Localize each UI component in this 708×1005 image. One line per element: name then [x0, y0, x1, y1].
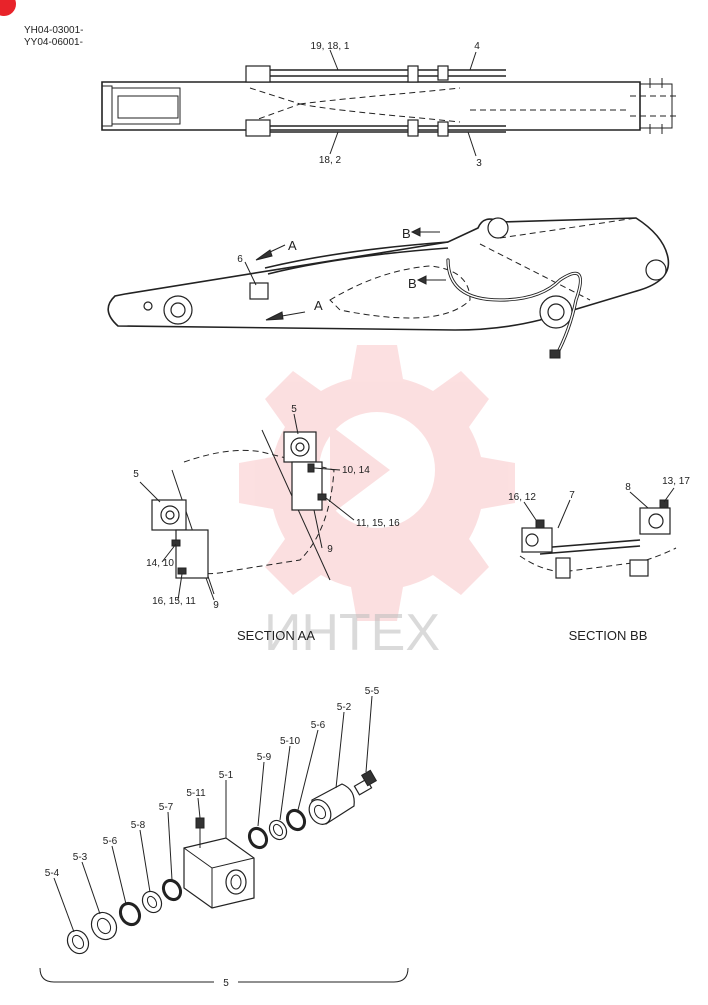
callout-16-12: 16, 12 [508, 492, 536, 503]
callout-7: 7 [569, 490, 575, 501]
section-aa-drawing [139, 413, 355, 601]
callout-6: 6 [237, 254, 243, 265]
part-label-5-6a: 5-6 [103, 836, 118, 847]
callout-8: 8 [625, 482, 631, 493]
callout-16-15-11: 16, 15, 11 [152, 596, 196, 607]
watermark-text: ИНТЕХ [264, 604, 440, 662]
callout-5-upper: 5 [291, 404, 297, 415]
section-marker-a-lower: A [314, 298, 323, 313]
section-marker-b-lower: B [408, 276, 417, 291]
callout-9-left: 9 [213, 600, 219, 611]
part-label-5-2: 5-2 [337, 702, 352, 713]
part-label-5-7: 5-7 [159, 802, 174, 813]
part-label-5-4: 5-4 [45, 868, 60, 879]
section-marker-b-upper: B [402, 226, 411, 241]
callout-10-14: 10, 14 [342, 465, 370, 476]
section-bb-drawing [519, 487, 677, 579]
corner-badge-icon [0, 0, 16, 16]
part-label-5-6b: 5-6 [311, 720, 326, 731]
callout-3: 3 [476, 158, 482, 169]
part-label-5-3: 5-3 [73, 852, 88, 863]
callout-11-15-16-right: 11, 15, 16 [356, 518, 400, 529]
callout-19-18-1: 19, 18, 1 [311, 41, 350, 52]
callout-9-right: 9 [327, 544, 333, 555]
callout-13-17: 13, 17 [662, 476, 690, 487]
watermark-gear-logo-icon [239, 345, 515, 621]
part-label-5-10: 5-10 [280, 736, 300, 747]
section-marker-a-upper: A [288, 238, 297, 253]
callout-18-2: 18, 2 [319, 155, 342, 166]
callout-5-left: 5 [133, 469, 139, 480]
callout-4: 4 [474, 41, 480, 52]
exploded-view-drawing [39, 695, 409, 983]
part-label-5-8: 5-8 [131, 820, 146, 831]
serial-line-2: YY04-06001- [24, 37, 83, 48]
part-label-5-11: 5-11 [186, 788, 206, 799]
part-label-5-1: 5-1 [219, 770, 234, 781]
part-label-5-9: 5-9 [257, 752, 272, 763]
boom-top-view [101, 49, 680, 157]
section-aa-title: SECTION AA [237, 628, 315, 643]
part-label-5-5: 5-5 [365, 686, 380, 697]
callout-14-10: 14, 10 [146, 558, 174, 569]
assembly-label-5: 5 [223, 978, 229, 989]
serial-line-1: YH04-03001- [24, 25, 83, 36]
exploded-part-labels: 5-4 5-3 5-6 5-8 5-7 5-11 5-1 5-9 5-10 5-… [45, 686, 380, 879]
boom-side-view [107, 217, 670, 359]
section-bb-title: SECTION BB [569, 628, 648, 643]
